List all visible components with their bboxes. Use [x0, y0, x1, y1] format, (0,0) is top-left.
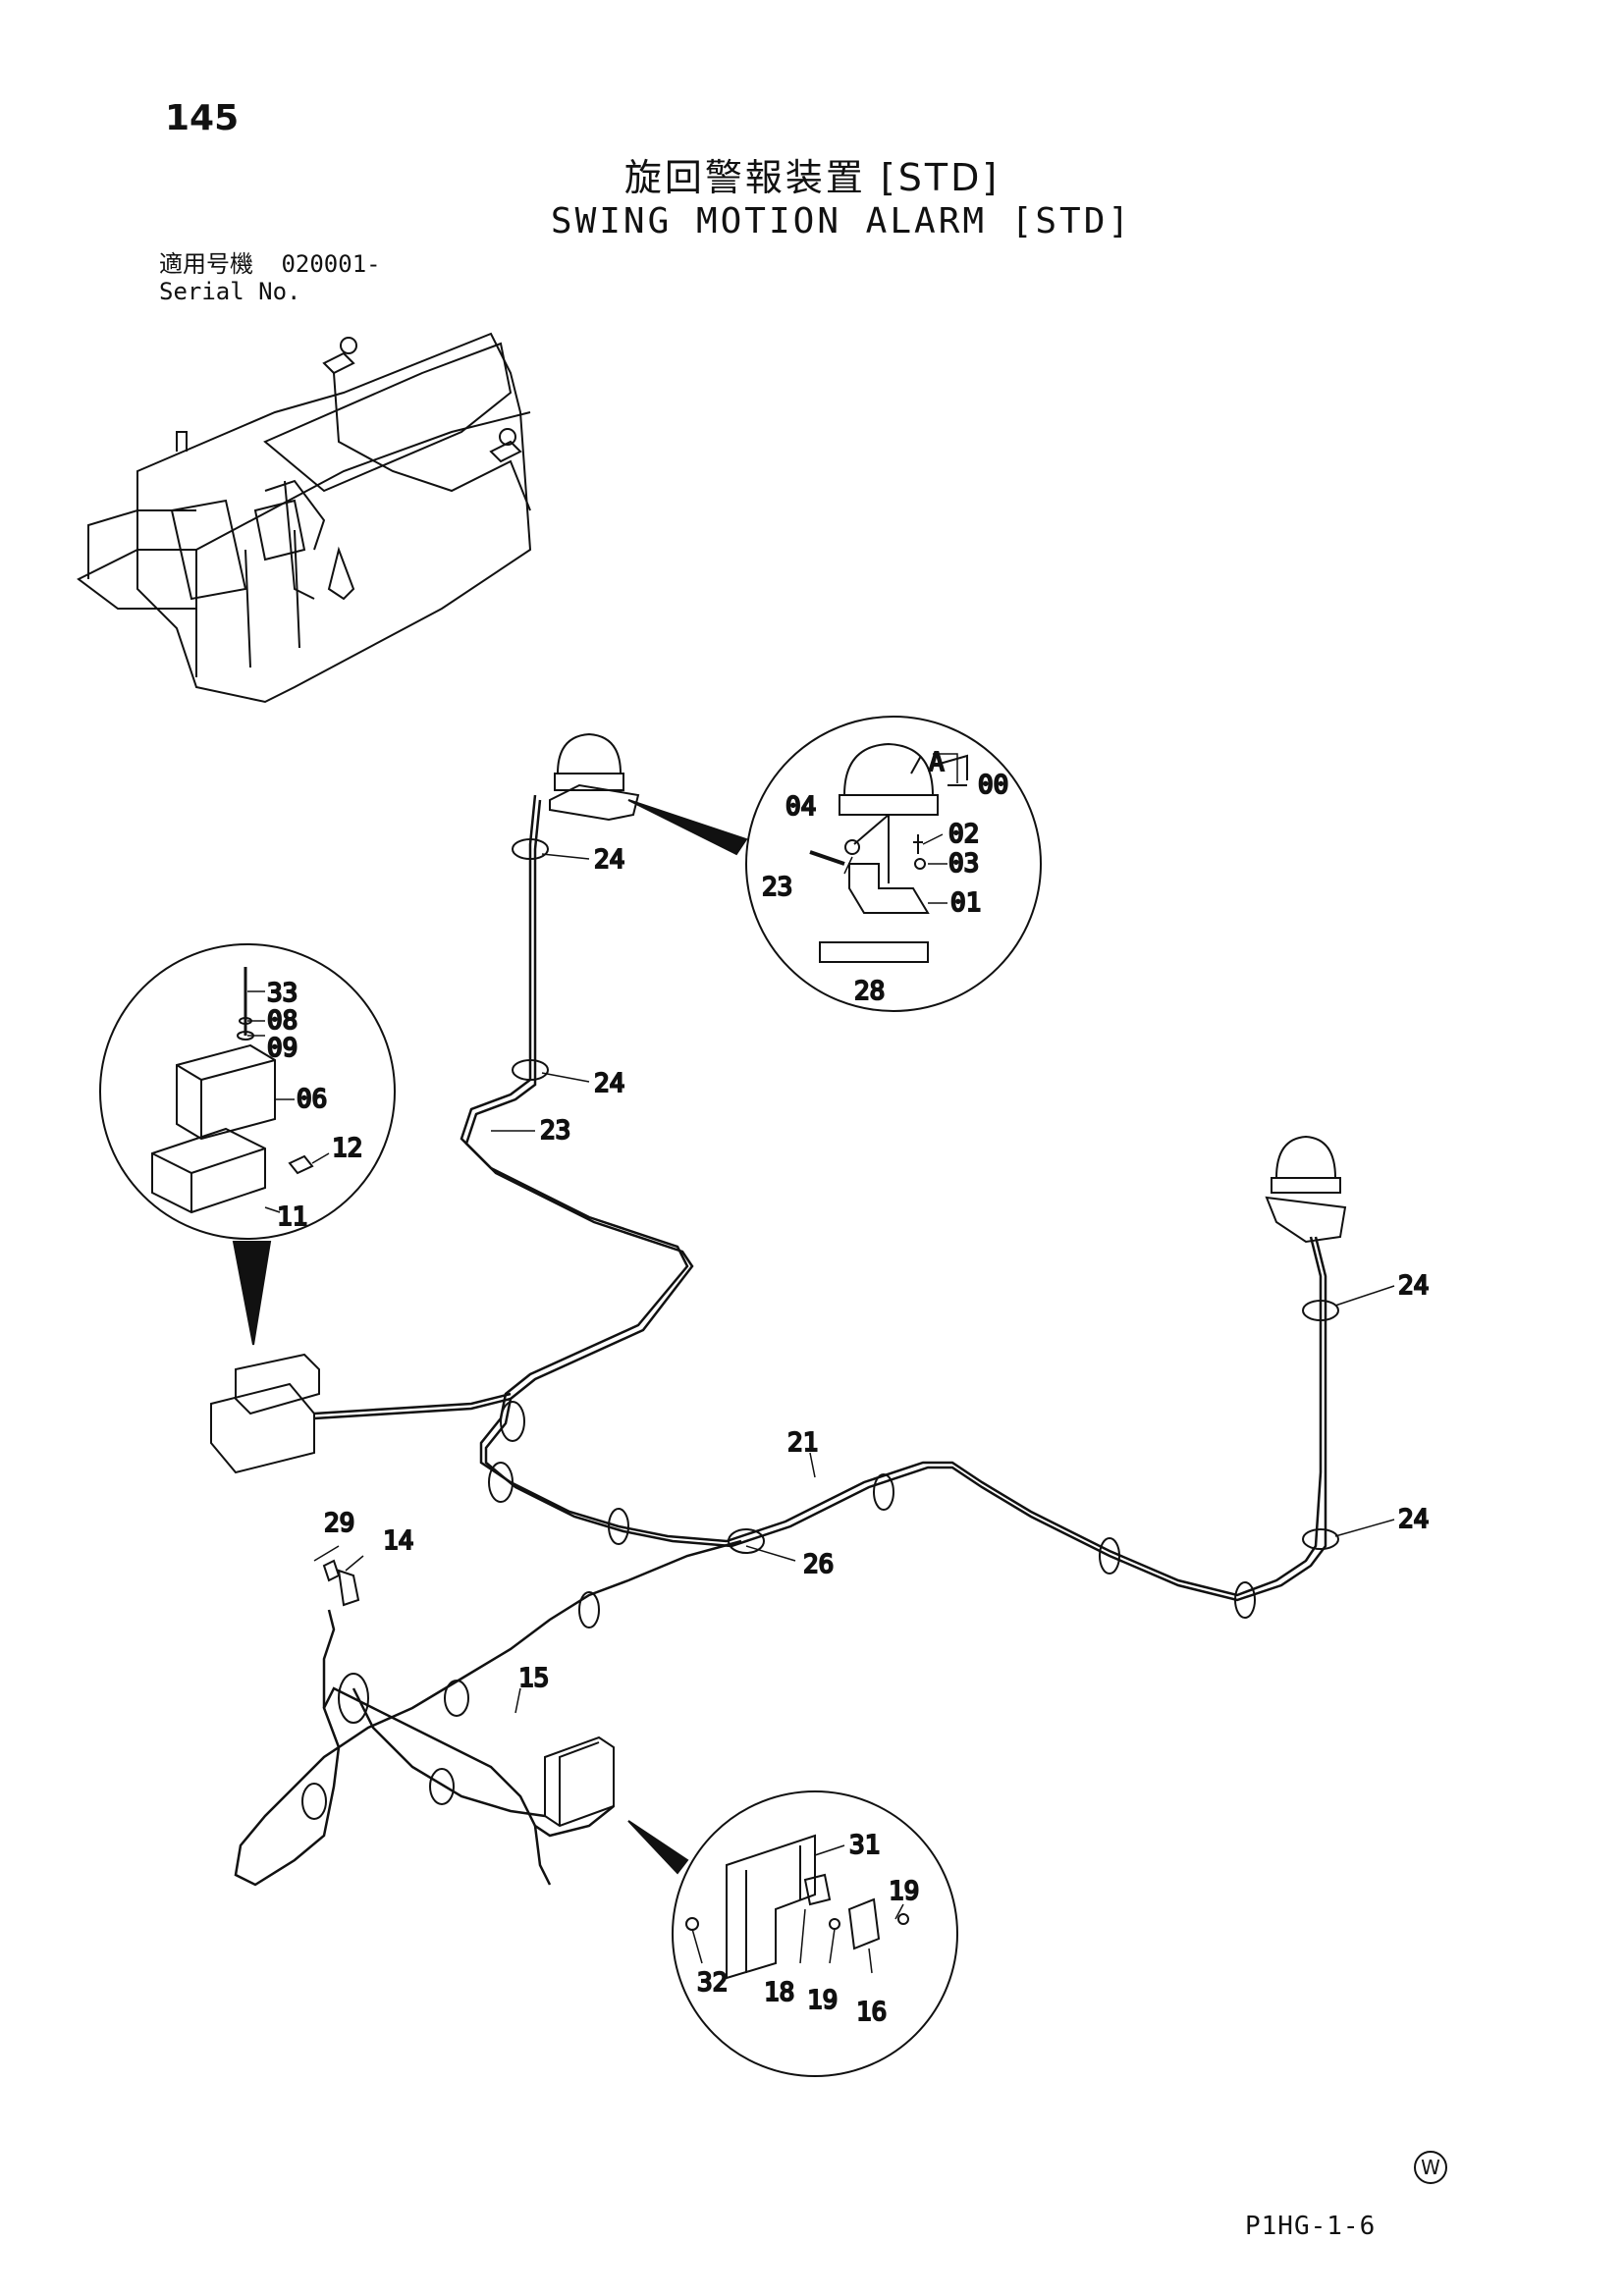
serial-label-english: Serial No. [159, 278, 301, 305]
serial-value: 020001- [281, 250, 381, 278]
beacon-right [1265, 1135, 1347, 1244]
callout-24-right-b: 24 [1398, 1505, 1429, 1534]
callout-23-main: 23 [540, 1116, 570, 1146]
title-english: SWING MOTION ALARM [STD] [550, 201, 1133, 241]
detail-pointer-switch [627, 1820, 689, 1875]
callout-32: 32 [697, 1968, 728, 1998]
machine-overview [77, 332, 532, 704]
callout-26: 26 [803, 1550, 834, 1579]
callout-29: 29 [324, 1509, 354, 1538]
callout-01: 01 [950, 888, 981, 918]
callout-09: 09 [267, 1034, 298, 1063]
detail-pointer-relay [232, 1241, 272, 1346]
harnesses [234, 794, 1327, 1887]
serial-label-japanese: 適用号機 [159, 250, 253, 278]
callout-03: 03 [948, 849, 979, 879]
w-mark: W [1414, 2151, 1447, 2184]
callout-19-left: 19 [807, 1986, 838, 2015]
callout-14: 14 [383, 1526, 413, 1556]
callout-31: 31 [849, 1831, 880, 1860]
callout-19-right: 19 [889, 1877, 919, 1906]
callout-16: 16 [856, 1998, 887, 2027]
switch-bracket [544, 1735, 615, 1828]
callout-23-detail: 23 [762, 873, 792, 902]
beacon-upper [549, 732, 640, 822]
callout-04: 04 [785, 792, 816, 822]
callout-21: 21 [787, 1428, 818, 1458]
callout-08: 08 [267, 1006, 298, 1036]
title-japanese: 旋回警報装置 [STD] [623, 156, 1001, 199]
callout-24-upper-b: 24 [594, 1069, 624, 1098]
callout-24-upper-a: 24 [594, 845, 624, 875]
leader-lines [247, 753, 1395, 1974]
callout-33: 33 [267, 979, 298, 1008]
detail-pointer-beacon [627, 799, 748, 856]
page-number: 145 [165, 98, 240, 138]
detail-circle-switch [672, 1790, 958, 2077]
detail-circle-beacon [745, 716, 1042, 1012]
callout-00: 00 [978, 771, 1008, 800]
callout-02: 02 [948, 820, 979, 849]
callout-24-right-a: 24 [1398, 1271, 1429, 1301]
relay-unit [210, 1353, 320, 1474]
reference-code: P1HG-1-6 [1245, 2212, 1377, 2241]
harness-clamps [301, 838, 1339, 1820]
callout-12: 12 [332, 1134, 362, 1163]
callout-06: 06 [297, 1085, 327, 1114]
callout-A: A [929, 748, 945, 777]
callout-18: 18 [764, 1978, 794, 2007]
callout-labels: 00 A 04 02 03 23 01 28 24 24 23 33 08 09… [266, 747, 1430, 2028]
callout-11: 11 [277, 1202, 307, 1232]
detail-circle-relay [99, 943, 396, 1240]
serial-number-block: 適用号機 020001- Serial No. [159, 250, 381, 305]
callout-28: 28 [854, 977, 885, 1006]
callout-15: 15 [518, 1664, 549, 1693]
